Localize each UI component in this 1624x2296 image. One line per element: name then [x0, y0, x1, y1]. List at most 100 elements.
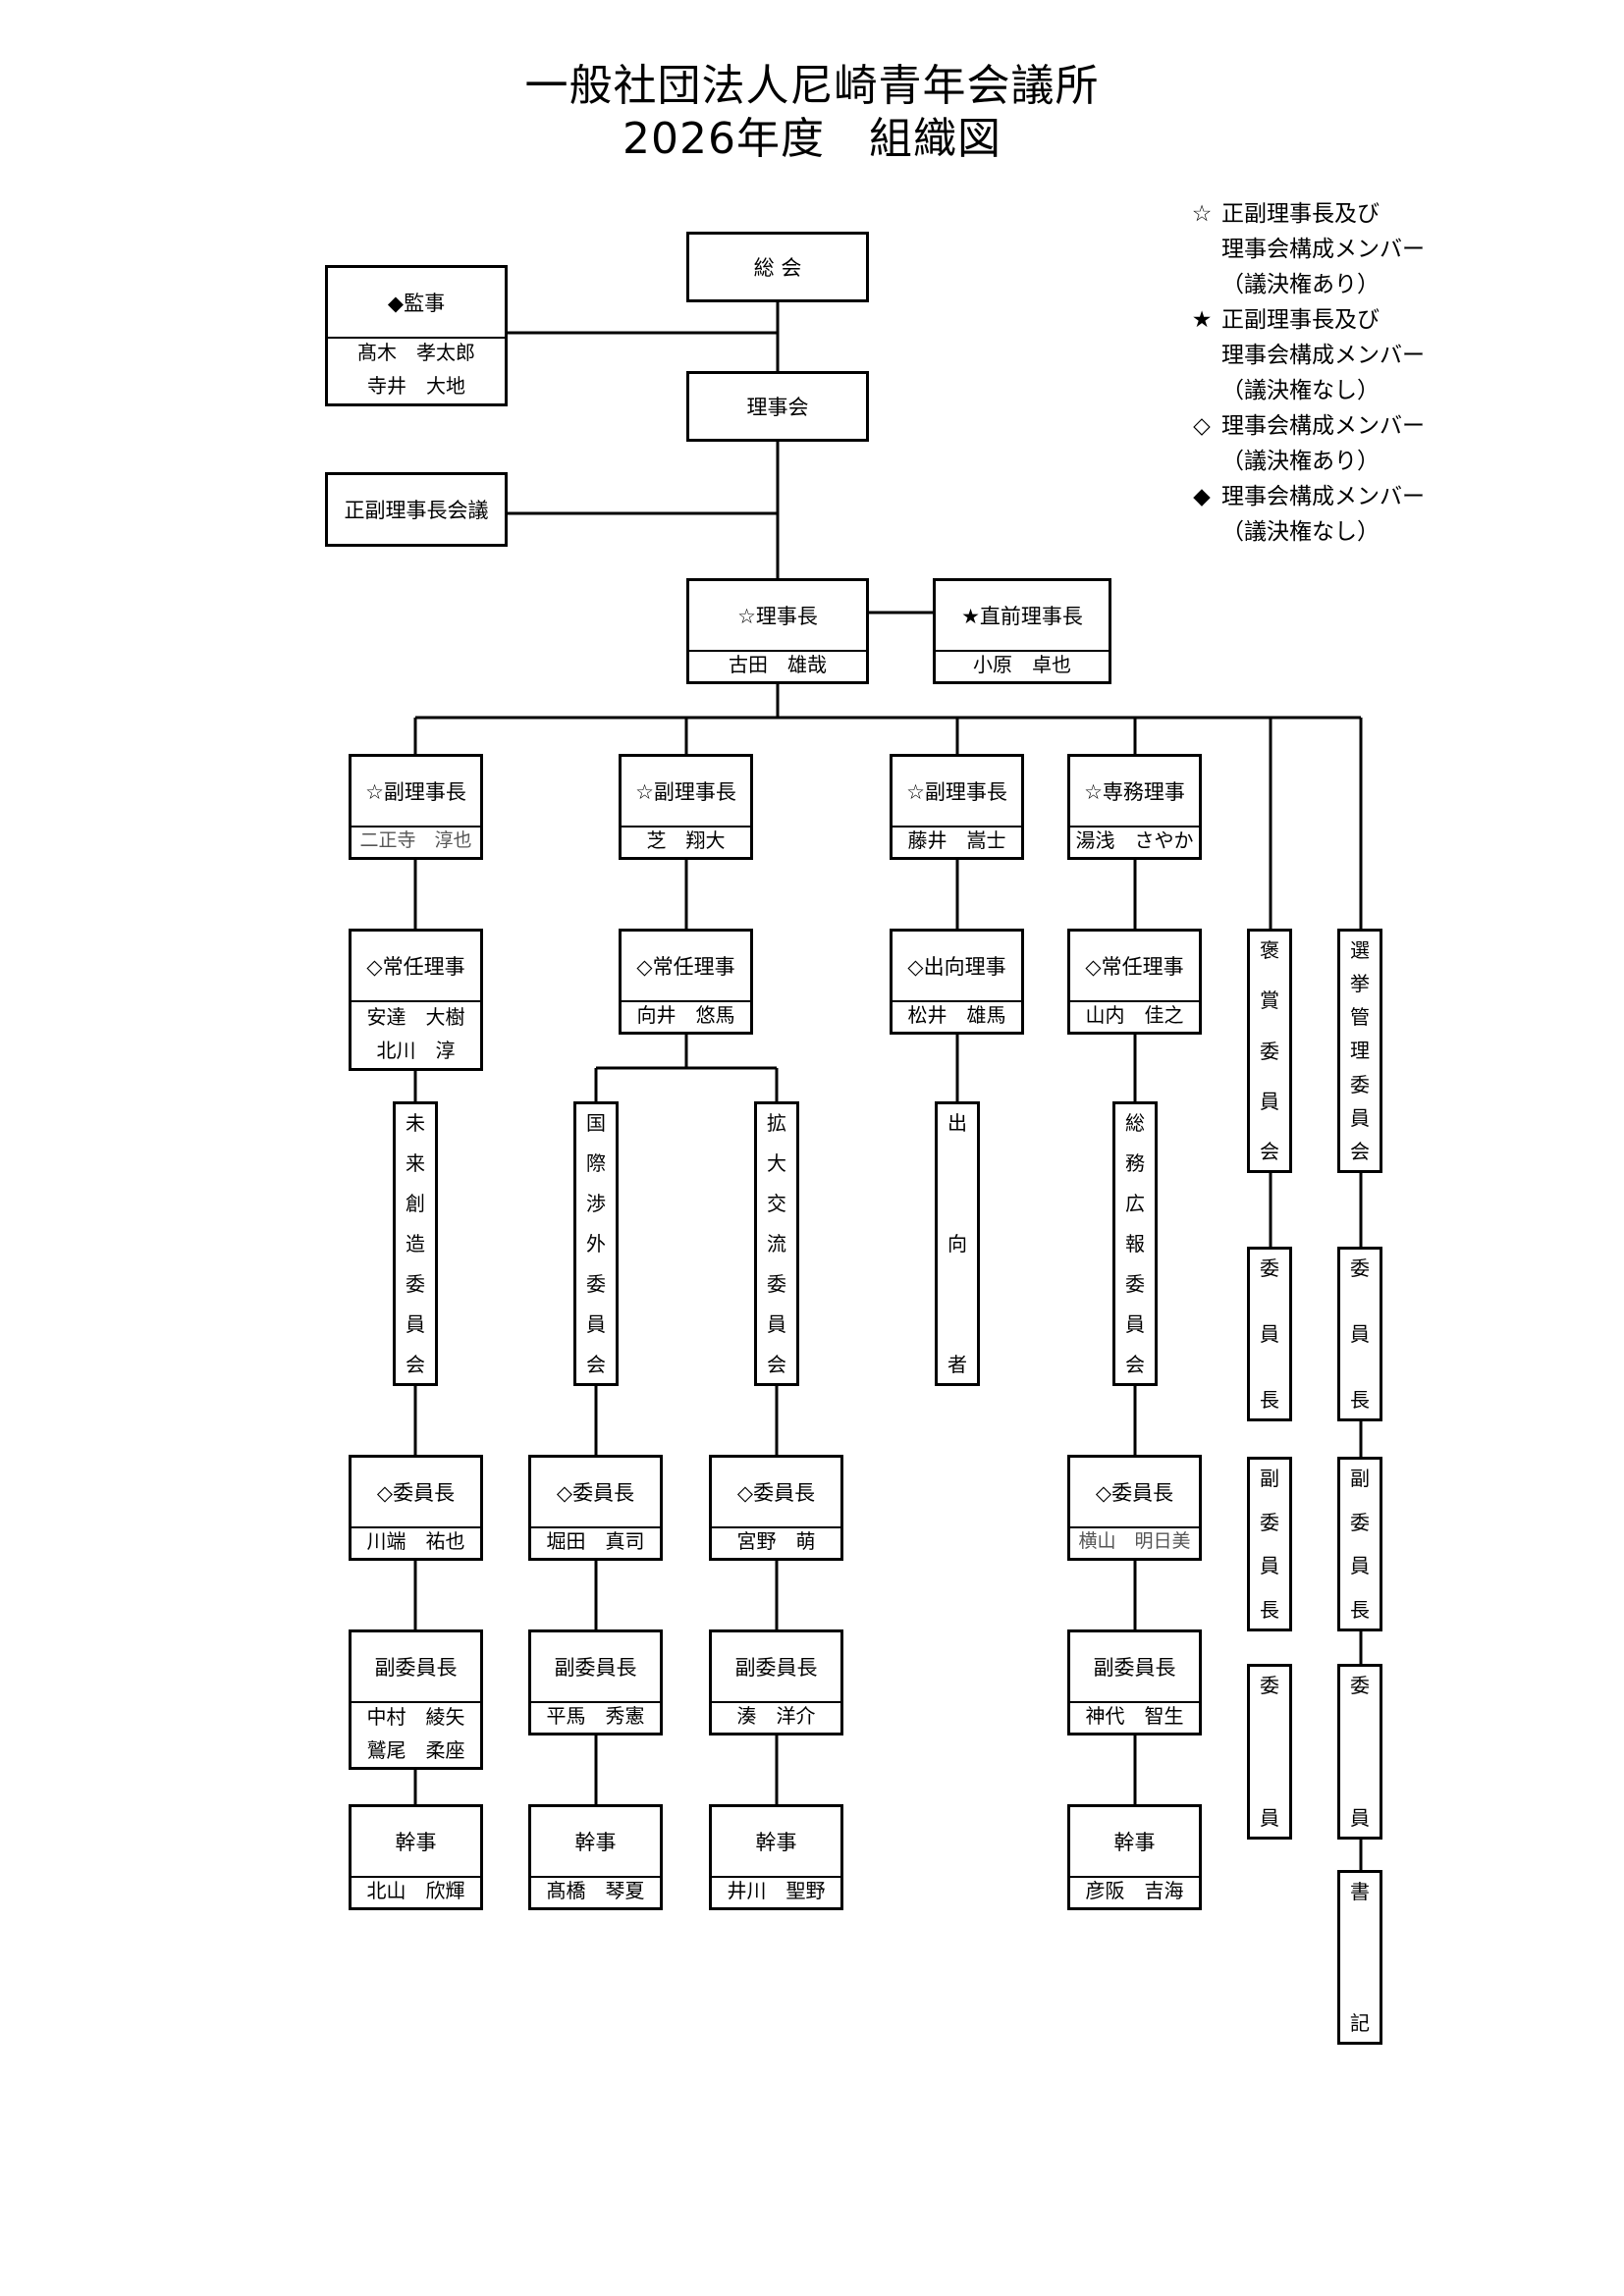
divider: [1070, 1526, 1199, 1528]
legend-text: 理事会構成メンバー （議決権なし）: [1221, 484, 1425, 545]
election-clerk-box: 書記: [1337, 1870, 1382, 2045]
vice-chair-role: 副委員長: [1093, 1656, 1176, 1680]
vice-chair-box: 副委員長 平馬 秀憲: [528, 1629, 663, 1735]
char: 会: [1350, 1139, 1370, 1163]
past-president-names: 小原 卓也: [936, 648, 1109, 681]
vice-chair-name: 中村 綾矢: [366, 1704, 465, 1729]
vice-president-box: ☆副理事長 藤井 嵩士: [890, 754, 1024, 860]
divider: [689, 650, 866, 652]
divider: [1070, 826, 1199, 828]
char: 副: [1350, 1467, 1370, 1490]
char: 委: [1260, 1510, 1279, 1534]
divider: [622, 826, 750, 828]
vice-chair-names: 湊 洋介: [712, 1699, 840, 1733]
char: 国: [586, 1111, 606, 1135]
vice-names: 湯浅 さやか: [1070, 824, 1199, 857]
vice-chair-names: 平馬 秀憲: [531, 1699, 660, 1733]
char: 員: [1260, 1089, 1279, 1113]
director-name: 安達 大樹: [366, 1004, 465, 1029]
election-member-box: 委員: [1337, 1664, 1382, 1840]
committee-name: 出向者: [938, 1104, 977, 1383]
char: 員: [1350, 1806, 1370, 1830]
vice-chair-role: 副委員長: [554, 1656, 637, 1680]
director-name: 山内 佳之: [1085, 1003, 1184, 1027]
committee-name: 未来創造委員会: [396, 1104, 435, 1383]
election-chair-box: 委員長: [1337, 1247, 1382, 1421]
char: 会: [1260, 1140, 1279, 1163]
vice-chair-name: 湊 洋介: [736, 1704, 816, 1728]
secretary-name: 彦阪 吉海: [1085, 1879, 1184, 1902]
past-president-box: ★直前理事長 小原 卓也: [933, 578, 1111, 684]
committee-box: 未来創造委員会: [393, 1101, 438, 1386]
char: 交: [767, 1192, 786, 1215]
divider: [352, 1526, 480, 1528]
award-vice-chair-box: 副委員長: [1247, 1457, 1292, 1631]
vice-chair-box: 副委員長 湊 洋介: [709, 1629, 843, 1735]
divider: [352, 826, 480, 828]
award-committee-box: 褒賞委員会: [1247, 929, 1292, 1173]
divider: [531, 1526, 660, 1528]
vice-president-box: ☆副理事長 二正寺 淳也: [349, 754, 483, 860]
auditor-names: 髙木 孝太郎 寺井 大地: [328, 335, 505, 403]
char: 者: [947, 1353, 967, 1376]
president-box: ☆理事長 古田 雄哉: [686, 578, 869, 684]
char: 委: [586, 1272, 606, 1296]
char: 外: [586, 1232, 606, 1255]
char: 員: [1125, 1312, 1145, 1336]
divider: [531, 1701, 660, 1703]
char: 管: [1350, 1005, 1370, 1030]
char: 員: [406, 1312, 425, 1336]
legend-item: ★ 正副理事長及び 理事会構成メンバー （議決権なし）: [1182, 302, 1425, 408]
committee-box: 拡大交流委員会: [754, 1101, 799, 1386]
char: 会: [1125, 1353, 1145, 1376]
char: 委: [1260, 1256, 1279, 1280]
char: 総: [1125, 1111, 1145, 1135]
char: 副: [1260, 1467, 1279, 1490]
char: 広: [1125, 1192, 1145, 1215]
chair-name: 横山 明日美: [1078, 1530, 1191, 1552]
char: 委: [406, 1272, 425, 1296]
committee-name: 拡大交流委員会: [757, 1104, 796, 1383]
board-label: 理事会: [746, 396, 809, 419]
secretary-box: 幹事 北山 欣輝: [349, 1804, 483, 1910]
chair-box: ◇委員長 堀田 真司: [528, 1455, 663, 1561]
divider: [1070, 1876, 1199, 1878]
past-president-name: 小原 卓也: [973, 653, 1071, 676]
legend-item: ☆ 正副理事長及び 理事会構成メンバー （議決権あり）: [1182, 196, 1425, 302]
director-box: ◇常任理事 安達 大樹 北川 淳: [349, 929, 483, 1071]
divider: [893, 1000, 1021, 1002]
char: 会: [406, 1353, 425, 1376]
char: 長: [1260, 1388, 1279, 1412]
chair-names: 川端 祐也: [352, 1524, 480, 1558]
board-box: 理事会: [686, 371, 869, 442]
char: 会: [586, 1353, 606, 1376]
vice-role: ☆副理事長: [906, 780, 1007, 804]
seconded-box: 出向者: [935, 1101, 980, 1386]
divider: [1070, 1000, 1199, 1002]
legend-item: ◇ 理事会構成メンバー （議決権あり）: [1182, 408, 1425, 479]
president-names: 古田 雄哉: [689, 648, 866, 681]
char: 員: [1260, 1554, 1279, 1578]
director-box: ◇出向理事 松井 雄馬: [890, 929, 1024, 1035]
secretary-role: 幹事: [755, 1831, 797, 1854]
chair-names: 宮野 萌: [712, 1524, 840, 1558]
char: 挙: [1350, 972, 1370, 996]
divider: [352, 1701, 480, 1703]
chair-role: ◇委員長: [556, 1481, 635, 1505]
director-name: 北川 淳: [376, 1038, 456, 1062]
election-vice-chair-box: 副委員長: [1337, 1457, 1382, 1631]
divider: [1070, 1701, 1199, 1703]
char: 委: [1260, 1039, 1279, 1063]
legend-symbol: ◇: [1193, 413, 1211, 439]
secretary-box: 幹事 井川 聖野: [709, 1804, 843, 1910]
chair-names: 横山 明日美: [1070, 1524, 1199, 1558]
director-role: ◇常任理事: [636, 955, 735, 979]
election-clerk-label: 書記: [1340, 1873, 1380, 2042]
auditor-box: ◆監事 髙木 孝太郎 寺井 大地: [325, 265, 508, 406]
secretary-names: 髙橋 琴夏: [531, 1874, 660, 1907]
award-vice-chair-label: 副委員長: [1250, 1460, 1289, 1629]
director-name: 向井 悠馬: [636, 1003, 735, 1027]
past-president-role: ★直前理事長: [961, 605, 1083, 628]
chair-role: ◇委員長: [376, 1481, 456, 1505]
vice-name: 藤井 嵩士: [907, 828, 1006, 852]
